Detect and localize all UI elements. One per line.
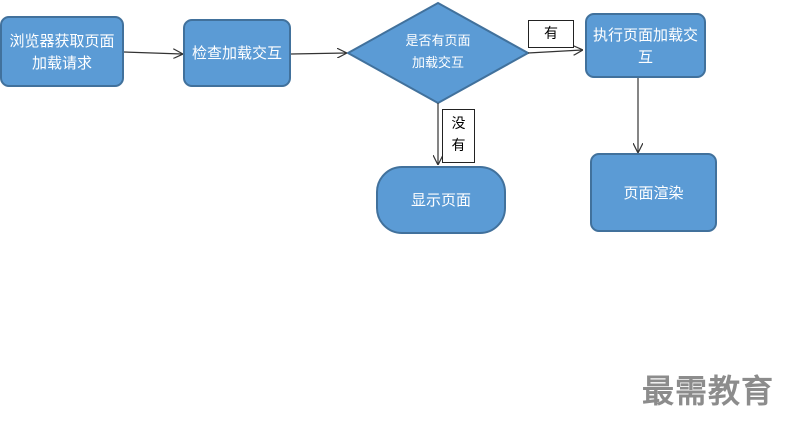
node-browser-request: 浏览器获取页面加载请求 (0, 16, 124, 87)
decision-label-line1: 是否有页面 (405, 34, 471, 49)
edge-label-yes: 有 (528, 20, 574, 48)
edge-label-yes-text: 有 (544, 26, 558, 42)
node-display-page: 显示页面 (376, 166, 506, 234)
edge-label-no: 没 有 (442, 109, 475, 163)
edge-request-to-check (123, 52, 182, 54)
edge-decision-to-execute (527, 50, 582, 53)
node-check-interaction: 检查加载交互 (183, 19, 291, 87)
watermark-logo-text: 最需教育 (642, 372, 775, 410)
decision-label: 是否有页面 加载交互 (383, 31, 493, 75)
node-execute-interaction-label: 执行页面加载交互 (593, 25, 699, 66)
node-execute-interaction: 执行页面加载交互 (585, 13, 706, 78)
decision-label-line2: 加载交互 (411, 56, 464, 71)
node-page-render: 页面渲染 (590, 153, 717, 232)
edge-check-to-decision (290, 53, 346, 54)
edge-label-no-line1: 没 (451, 116, 466, 132)
node-check-interaction-label: 检查加载交互 (191, 44, 282, 62)
node-display-page-label: 显示页面 (410, 191, 471, 209)
edge-label-no-line2: 有 (451, 138, 466, 154)
corner-mark: ˇ (2, 0, 7, 5)
node-page-render-label: 页面渲染 (623, 183, 684, 202)
node-browser-request-label: 浏览器获取页面加载请求 (9, 31, 115, 72)
